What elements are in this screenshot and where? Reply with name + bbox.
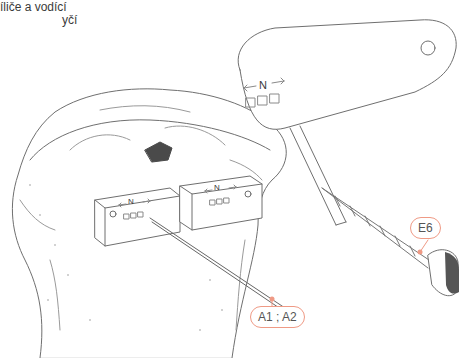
- marking-letter: N: [259, 80, 267, 91]
- lens-hole: [421, 41, 435, 55]
- heading-fragment: yčí: [62, 14, 77, 26]
- plateau-detail: [70, 106, 262, 180]
- heading-fragment: íliče a vodící: [0, 1, 67, 13]
- guide-marks: [119, 185, 236, 219]
- guide-hole: [245, 191, 251, 197]
- lens-marks: [244, 78, 284, 107]
- callout-number: A1 ; A2: [250, 306, 305, 328]
- drill-handle: [428, 250, 458, 296]
- marking-letter: N: [128, 198, 134, 206]
- guide-block-right: [180, 176, 262, 230]
- guide-block-left: [95, 188, 180, 246]
- magnifier-lens: [238, 20, 456, 130]
- magnifier-handle: [290, 126, 346, 225]
- marking-letter: N: [214, 184, 220, 192]
- drill-handle-shade: [445, 252, 459, 294]
- intercondylar-notch: [145, 142, 172, 162]
- callout-number: E6: [410, 217, 441, 239]
- leader-line: [420, 240, 428, 252]
- tibia-bone: [12, 89, 286, 358]
- guide-hole: [110, 211, 116, 217]
- leader-line: [272, 299, 273, 306]
